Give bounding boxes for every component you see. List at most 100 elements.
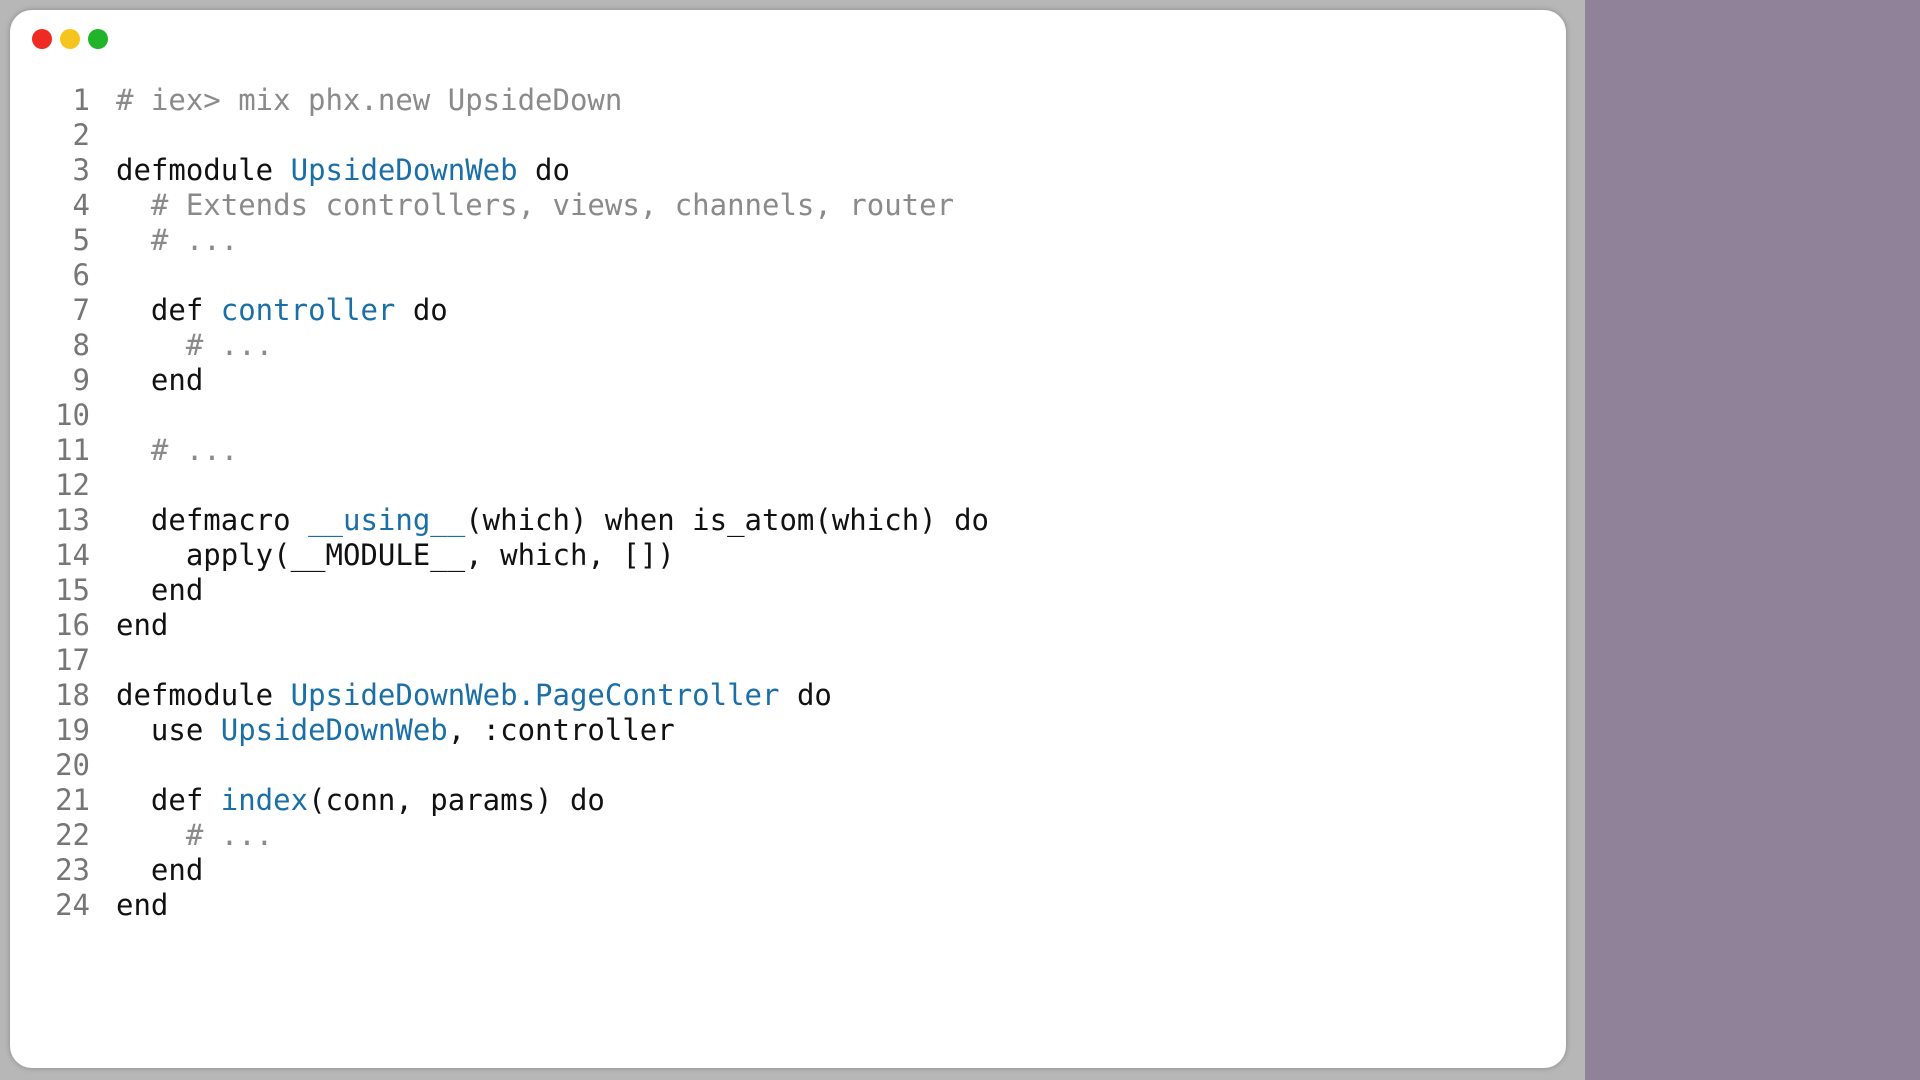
- code-line: 4 # Extends controllers, views, channels…: [10, 188, 989, 223]
- code-line: 2: [10, 118, 989, 153]
- code-token-plain: end: [116, 853, 204, 887]
- code-line: 22 # ...: [10, 818, 989, 853]
- code-line: 3 defmodule UpsideDownWeb do: [10, 153, 989, 188]
- code-token-plain: def: [116, 293, 221, 327]
- code-token-name: __using__: [308, 503, 466, 537]
- code-token-plain: end: [116, 363, 204, 397]
- code-content: use UpsideDownWeb, :controller: [116, 713, 675, 748]
- line-number: 18: [55, 678, 90, 712]
- code-token-plain: , :controller: [447, 713, 675, 747]
- line-number: 21: [55, 783, 90, 817]
- code-line: 18 defmodule UpsideDownWeb.PageController…: [10, 678, 989, 713]
- line-number: 16: [55, 608, 90, 642]
- code-content: apply(__MODULE__, which, []): [116, 538, 675, 573]
- code-content: def index(conn, params) do: [116, 783, 605, 818]
- code-token-plain: defmacro: [116, 503, 309, 537]
- code-line: 9 end: [10, 363, 989, 398]
- code-line: 16 end: [10, 608, 989, 643]
- code-content: defmodule UpsideDownWeb do: [116, 153, 570, 188]
- code-token-name: UpsideDownWeb: [220, 713, 448, 747]
- line-number: 23: [55, 853, 90, 887]
- code-token-comment: # ...: [116, 328, 274, 362]
- code-line: 6: [10, 258, 989, 293]
- code-line: 12: [10, 468, 989, 503]
- line-number: 3: [72, 153, 90, 187]
- code-line: 11 # ...: [10, 433, 989, 468]
- code-token-plain: apply(__MODULE__, which, []): [116, 538, 675, 572]
- code-content: end: [116, 888, 168, 923]
- code-token-comment: # ...: [116, 223, 239, 257]
- code-content: # ...: [116, 433, 238, 468]
- line-number: 2: [72, 118, 90, 152]
- code-token-name: UpsideDownWeb: [290, 153, 518, 187]
- code-token-plain: defmodule: [116, 678, 291, 712]
- line-number: 15: [55, 573, 90, 607]
- line-number: 4: [72, 188, 90, 222]
- code-token-plain: do: [517, 153, 570, 187]
- code-token-name: controller: [220, 293, 396, 327]
- code-token-plain: end: [116, 573, 204, 607]
- code-content: # ...: [116, 818, 273, 853]
- code-token-plain: use: [116, 713, 221, 747]
- code-token-plain: do: [779, 678, 832, 712]
- code-content: end: [116, 573, 203, 608]
- code-line: 24 end: [10, 888, 989, 923]
- background-panel: [1585, 0, 1920, 1080]
- code-token-comment: # ...: [116, 818, 274, 852]
- code-token-plain: do: [395, 293, 448, 327]
- code-line: 19 use UpsideDownWeb, :controller: [10, 713, 989, 748]
- code-line: 10: [10, 398, 989, 433]
- code-line: 21 def index(conn, params) do: [10, 783, 989, 818]
- line-number: 12: [55, 468, 90, 502]
- code-token-plain: defmodule: [116, 153, 291, 187]
- line-number: 9: [72, 363, 90, 397]
- code-line: 20: [10, 748, 989, 783]
- code-content: defmodule UpsideDownWeb.PageController d…: [116, 678, 832, 713]
- line-number: 10: [55, 398, 90, 432]
- line-number: 17: [55, 643, 90, 677]
- maximize-window-icon[interactable]: [88, 29, 108, 49]
- line-number: 14: [55, 538, 90, 572]
- line-number: 1: [72, 83, 90, 117]
- code-token-name: UpsideDownWeb.PageController: [290, 678, 780, 712]
- code-line: 5 # ...: [10, 223, 989, 258]
- code-content: end: [116, 363, 203, 398]
- code-line: 14 apply(__MODULE__, which, []): [10, 538, 989, 573]
- code-token-plain: (which) when is_atom(which) do: [465, 503, 989, 537]
- code-line: 17: [10, 643, 989, 678]
- code-token-comment: # ...: [116, 433, 239, 467]
- line-number: 7: [72, 293, 90, 327]
- code-content: def controller do: [116, 293, 448, 328]
- line-number: 8: [72, 328, 90, 362]
- line-number: 22: [55, 818, 90, 852]
- line-number: 11: [55, 433, 90, 467]
- line-number: 19: [55, 713, 90, 747]
- code-line: 13 defmacro __using__(which) when is_ato…: [10, 503, 989, 538]
- code-token-plain: end: [116, 608, 169, 642]
- minimize-window-icon[interactable]: [60, 29, 80, 49]
- line-number: 13: [55, 503, 90, 537]
- line-number: 6: [72, 258, 90, 292]
- code-token-plain: def: [116, 783, 221, 817]
- code-content: end: [116, 608, 168, 643]
- code-line: 8 # ...: [10, 328, 989, 363]
- code-token-comment: # Extends controllers, views, channels, …: [116, 188, 955, 222]
- code-line: 7 def controller do: [10, 293, 989, 328]
- code-token-name: index: [220, 783, 309, 817]
- code-token-comment: # iex> mix phx.new UpsideDown: [116, 83, 623, 117]
- code-content: # ...: [116, 328, 273, 363]
- code-content: # ...: [116, 223, 238, 258]
- code-line: 1 # iex> mix phx.new UpsideDown: [10, 83, 989, 118]
- line-number: 20: [55, 748, 90, 782]
- code-content: end: [116, 853, 203, 888]
- line-number: 5: [72, 223, 90, 257]
- close-window-icon[interactable]: [32, 29, 52, 49]
- code-line: 23 end: [10, 853, 989, 888]
- code-content: # iex> mix phx.new UpsideDown: [116, 83, 622, 118]
- code-token-plain: end: [116, 888, 169, 922]
- line-number: 24: [55, 888, 90, 922]
- code-content: defmacro __using__(which) when is_atom(w…: [116, 503, 989, 538]
- code-token-plain: (conn, params) do: [308, 783, 605, 817]
